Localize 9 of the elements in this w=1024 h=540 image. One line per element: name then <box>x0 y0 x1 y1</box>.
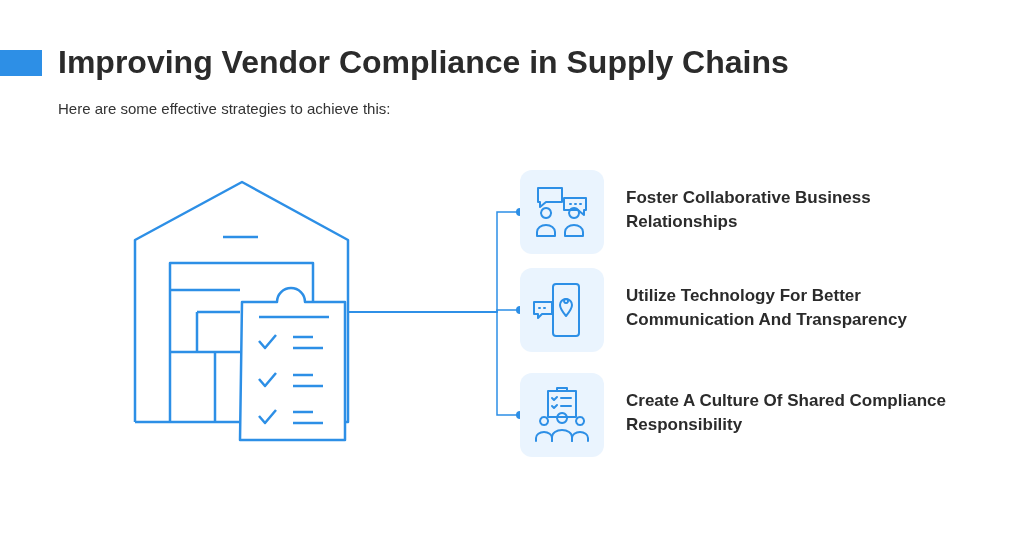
strategy-text: Utilize Technology For Better Communication And Transparency <box>626 285 908 331</box>
strategy-text: Foster Collaborative Business Relationships <box>626 187 872 233</box>
subtitle: Here are some effective strategies to achieve this: <box>58 100 391 117</box>
title: Improving Vendor Compliance in Supply Chains <box>58 44 789 81</box>
warehouse-drawing <box>135 180 350 442</box>
icon-tile <box>520 373 604 457</box>
strategy-text: Create A Culture Of Shared Compliance Responsibility <box>626 390 947 436</box>
icon-tile <box>520 170 604 254</box>
icon-tile <box>520 268 604 352</box>
